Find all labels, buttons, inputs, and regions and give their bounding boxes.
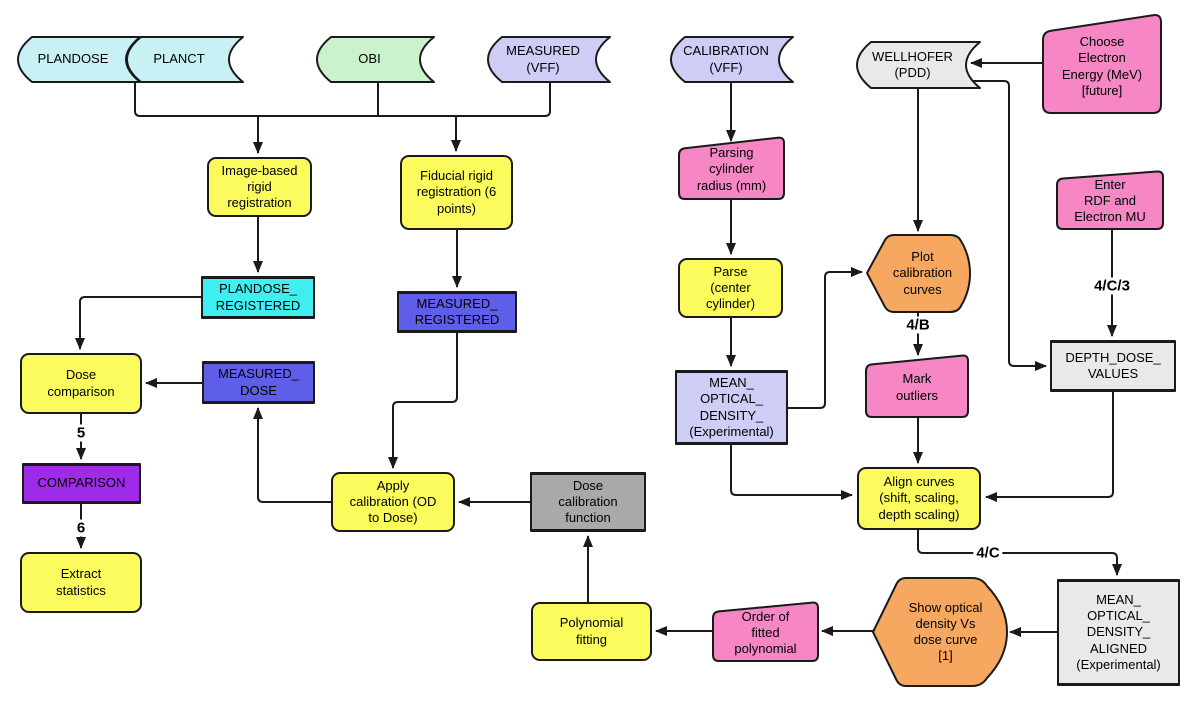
node-choose-electron-energy: Choose Electron Energy (MeV) [future] [1043,20,1161,113]
obi-cylinder-shape [316,36,435,83]
node-label: Parse (center cylinder) [705,263,756,312]
node-label: Show optical density Vs dose curve [1] [908,599,983,664]
node-mark-outliers: Mark outliers [866,358,968,417]
node-align-curves: Align curves (shift, scaling, depth scal… [857,467,981,530]
node-planct: PLANCT [127,37,231,82]
node-enter-rdf-electron-mu: Enter RDF and Electron MU [1057,173,1163,229]
node-mean-optical-density-experimental: MEAN_ OPTICAL_ DENSITY_ (Experimental) [675,370,788,445]
parsing-radius-shape [678,136,785,200]
node-obi: OBI [317,37,422,82]
measured-vff-cylinder-shape [487,36,611,83]
node-show-optical-density-vs-dose-curve: Show optical density Vs dose curve [1] [884,578,1007,686]
node-measured-dose: MEASURED_ DOSE [202,361,315,404]
node-label: Parsing cylinder radius (mm) [696,145,767,193]
node-fiducial-rigid-registration: Fiducial rigid registration (6 points) [400,155,513,230]
edge-label-5: 5 [73,424,89,442]
node-depth-dose-values: DEPTH_DOSE_ VALUES [1050,340,1176,392]
node-label: COMPARISON [37,475,126,491]
node-label: Mark outliers [896,371,938,403]
node-apply-calibration: Apply calibration (OD to Dose) [331,472,455,532]
node-label: CALIBRATION (VFF) [683,43,769,75]
node-wellhofer: WELLHOFER (PDD) [857,42,968,88]
calibration-vff-cylinder-shape [670,36,794,83]
node-label: MEAN_ OPTICAL_ DENSITY_ ALIGNED (Experim… [1076,591,1161,672]
node-label: PLANDOSE_ REGISTERED [215,281,301,313]
node-label: Dose calibration function [558,477,618,526]
edge-label-4b: 4/B [903,316,933,334]
node-order-of-fitted-polynomial: Order of fitted polynomial [713,605,818,661]
node-parsing-cylinder-radius: Parsing cylinder radius (mm) [679,140,784,199]
node-mean-optical-density-aligned: MEAN_ OPTICAL_ DENSITY_ ALIGNED (Experim… [1057,579,1180,686]
node-plot-calibration-curves: Plot calibration curves [875,235,970,312]
node-label: MEAN_ OPTICAL_ DENSITY_ (Experimental) [689,375,774,439]
node-measured-vff: MEASURED (VFF) [488,37,598,82]
node-label: Dose comparison [47,367,115,399]
choose-energy-shape [1042,14,1162,114]
plot-calibration-curves-shape [866,234,971,313]
node-label: DEPTH_DOSE_ VALUES [1065,349,1161,381]
edge-align-curves-to-mean-od-aligned [917,530,1122,576]
mark-outliers-shape [865,354,969,418]
edge-wellhofer-to-depth-dose [972,80,1047,371]
node-parse-center-cylinder: Parse (center cylinder) [678,258,783,318]
edge-label-4c: 4/C [973,544,1003,562]
node-measured-registered: MEASURED_ REGISTERED [397,291,517,333]
edge-mean-od-to-align-curves [730,445,853,500]
node-label: MEASURED_ REGISTERED [414,295,500,327]
node-label: MEASURED (VFF) [506,43,580,75]
edge-sources-bus [134,82,551,117]
edge-label-4c3: 4/C/3 [1091,277,1133,295]
edge-measured-registered-to-apply-calibration [388,333,458,469]
edge-apply-calibration-to-measured-dose [253,407,331,503]
edge-mean-od-to-plot-curves [788,267,863,409]
node-label: Image-based rigid registration [221,162,298,211]
node-dose-comparison: Dose comparison [20,353,142,414]
node-label: Order of fitted polynomial [734,608,797,657]
node-label: PLANCT [153,51,205,67]
node-label: Fiducial rigid registration (6 points) [416,168,497,216]
enter-rdf-shape [1056,170,1164,230]
node-label: Apply calibration (OD to Dose) [349,477,437,526]
node-image-based-rigid-registration: Image-based rigid registration [207,157,312,217]
planct-cylinder-shape [126,36,244,83]
node-label: OBI [358,51,381,67]
node-label: Choose Electron Energy (MeV) [future] [1061,34,1143,98]
node-dose-calibration-function: Dose calibration function [530,472,646,532]
node-label: PLANDOSE [37,51,109,67]
node-label: WELLHOFER (PDD) [872,48,953,80]
node-plandose-registered: PLANDOSE_ REGISTERED [201,276,315,319]
node-label: Polynomial fitting [559,615,624,647]
edge-plandose-registered-to-dose-comparison [75,296,201,350]
order-polynomial-shape [712,601,819,662]
node-polynomial-fitting: Polynomial fitting [531,602,652,661]
node-label: Extract statistics [56,566,106,598]
node-extract-statistics: Extract statistics [20,552,142,613]
node-comparison: COMPARISON [22,463,141,504]
node-label: Align curves (shift, scaling, depth scal… [878,474,960,522]
node-label: Enter RDF and Electron MU [1074,176,1146,225]
node-calibration-vff: CALIBRATION (VFF) [671,37,781,82]
wellhofer-cylinder-shape [856,41,981,89]
node-label: Plot calibration curves [892,249,953,297]
edge-label-6: 6 [73,519,89,537]
edge-depth-dose-to-align-curves [985,392,1114,502]
node-label: MEASURED_ DOSE [218,366,299,398]
show-od-curve-shape [872,577,1008,687]
node-plandose: PLANDOSE [18,37,128,82]
